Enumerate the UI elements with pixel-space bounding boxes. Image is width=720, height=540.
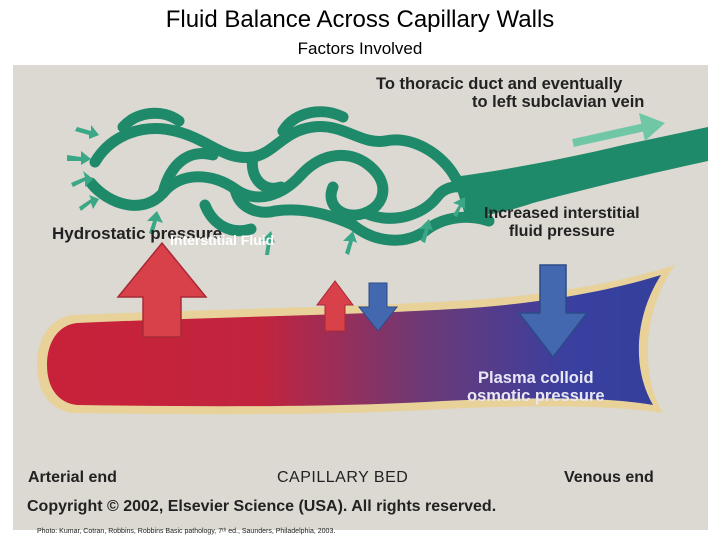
increased-pressure-label: Increased interstitial fluid pressure — [484, 205, 640, 241]
small-inflow-arrow — [357, 282, 399, 332]
venous-end-label: Venous end — [564, 469, 654, 486]
capillary-figure: To thoracic duct and eventually to left … — [13, 65, 708, 530]
capillary-diagram — [13, 65, 708, 530]
inflow-arrows — [67, 125, 465, 255]
hydrostatic-pressure-arrow — [116, 241, 208, 338]
plasma-colloid-label: Plasma colloid osmotic pressure — [467, 369, 605, 406]
thoracic-duct-label: To thoracic duct and eventually to left … — [376, 75, 644, 112]
slide-subtitle: Factors Involved — [297, 39, 423, 58]
plasma-colloid-label-line1: Plasma colloid — [478, 369, 594, 387]
interstitial-fluid-label: Interstitial Fluid — [170, 232, 275, 248]
thoracic-duct-label-line1: To thoracic duct and eventually — [376, 75, 623, 93]
slide-title: Fluid Balance Across Capillary Walls — [165, 6, 555, 33]
capillary-vessel — [47, 275, 661, 407]
small-outflow-arrow — [316, 280, 354, 332]
photo-credit-caption: Photo: Kumar, Cotran, Robbins, Robbins B… — [37, 528, 336, 535]
thoracic-duct-label-line2: to left subclavian vein — [472, 93, 645, 112]
increased-pressure-label-line1: Increased interstitial — [484, 205, 640, 222]
lymphatic-network — [85, 106, 519, 246]
capillary-bed-label: CAPILLARY BED — [277, 469, 409, 486]
plasma-colloid-label-line2: osmotic pressure — [467, 387, 605, 406]
lymphatic-trunk — [453, 127, 708, 216]
hydrostatic-pressure-label: Hydrostatic pressure — [52, 224, 223, 243]
copyright-notice: Copyright © 2002, Elsevier Science (USA)… — [27, 498, 497, 515]
lymph-flow-arrow — [572, 113, 665, 147]
increased-pressure-label-line2: fluid pressure — [508, 222, 615, 240]
arterial-end-label: Arterial end — [28, 469, 117, 486]
plasma-colloid-arrow — [517, 264, 589, 359]
